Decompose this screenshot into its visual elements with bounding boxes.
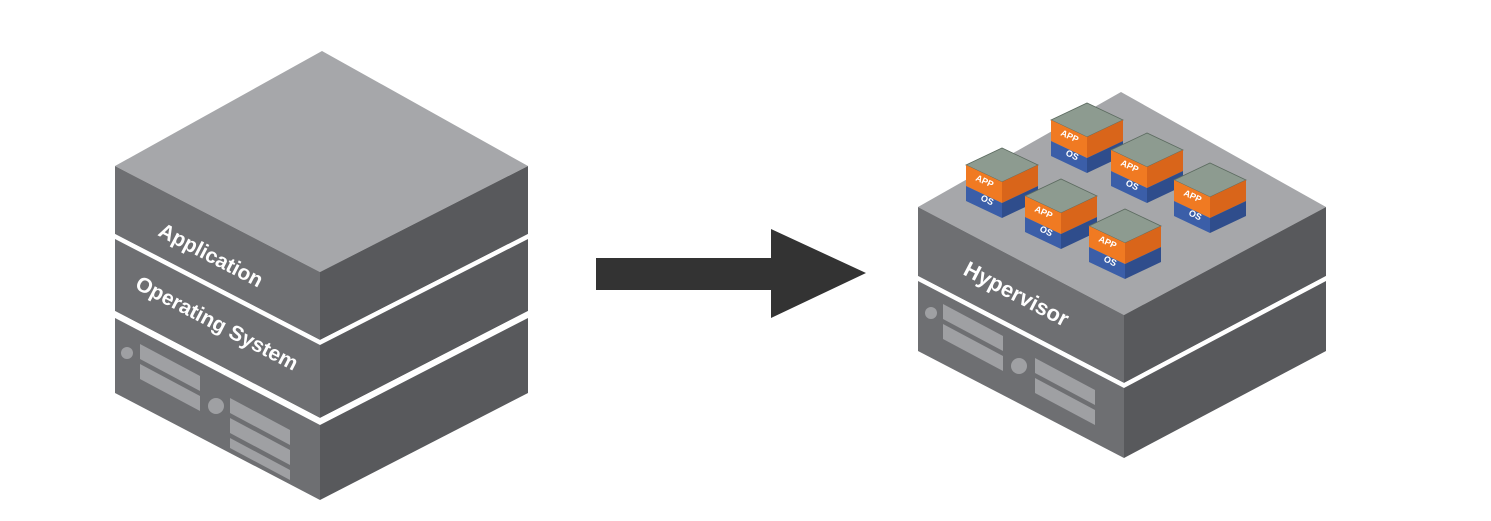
vm-os-label: OS	[1124, 178, 1140, 193]
drive-bay	[230, 418, 290, 465]
power-button-icon	[121, 347, 133, 359]
vm-cube: APP OS	[1024, 178, 1098, 249]
drive-bay	[140, 344, 200, 391]
virtualized-server-stack: Hypervisor APP OS APP OS APP	[918, 92, 1326, 458]
server-knob-icon	[1011, 358, 1027, 374]
vm-cube: APP OS	[1088, 208, 1162, 279]
power-button-icon	[925, 307, 937, 319]
drive-bay	[1035, 378, 1095, 425]
vm-cube: APP OS	[965, 147, 1039, 218]
transition-arrow-icon	[596, 229, 866, 318]
drive-bay	[1035, 358, 1095, 405]
drive-bay	[140, 364, 200, 411]
server-box	[918, 279, 1326, 458]
drive-bay	[230, 398, 290, 445]
server-knob-icon	[208, 398, 224, 414]
vm-cube: APP OS	[1173, 162, 1247, 233]
vm-os-label: OS	[1064, 148, 1080, 163]
drive-bay	[943, 304, 1003, 351]
server-box	[115, 318, 528, 500]
vm-os-label: OS	[1187, 208, 1203, 223]
hypervisor-layer	[918, 92, 1326, 388]
drive-bay	[230, 438, 290, 480]
drive-bay	[943, 324, 1003, 371]
vm-os-label: OS	[1038, 224, 1054, 239]
vm-os-label: OS	[1102, 254, 1118, 269]
os-layer	[115, 235, 528, 424]
physical-server-stack: Application Operating System	[115, 51, 528, 500]
vm-cube: APP OS	[1110, 132, 1184, 203]
vm-os-label: OS	[979, 193, 995, 208]
application-layer	[115, 51, 528, 345]
vm-cube: APP OS	[1050, 102, 1124, 173]
